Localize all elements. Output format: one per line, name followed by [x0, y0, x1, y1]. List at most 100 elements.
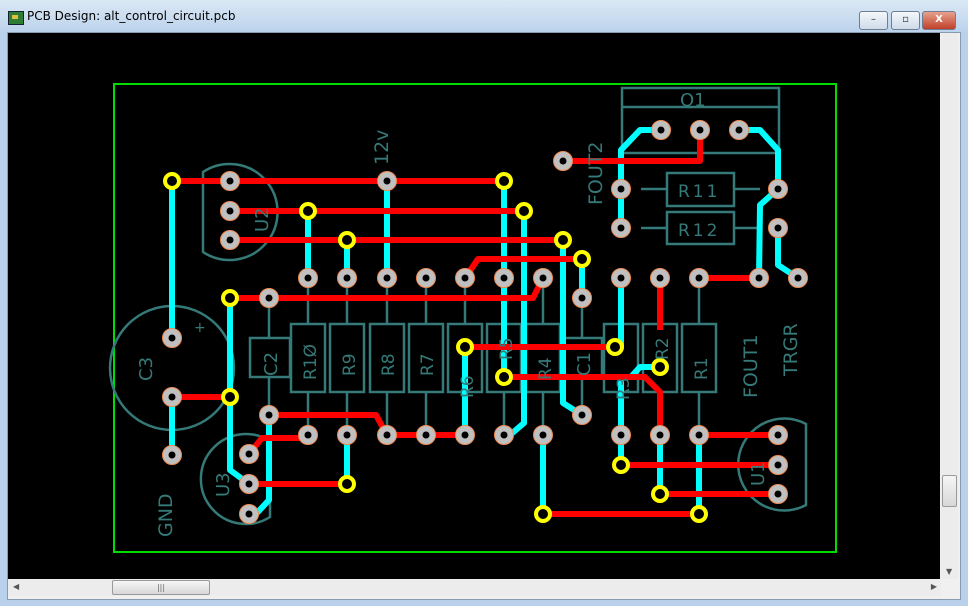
pad-hole	[265, 411, 273, 419]
pad-hole	[617, 431, 625, 439]
pad-hole	[578, 411, 586, 419]
label-r8: R8	[379, 353, 399, 376]
label-q1: Q1	[680, 90, 706, 111]
label-u1: U1	[748, 461, 769, 486]
pad-hole	[656, 431, 664, 439]
pad-hole	[265, 294, 273, 302]
top-trace	[269, 412, 390, 437]
label-12v: 12v	[371, 130, 393, 165]
top-trace	[504, 374, 663, 425]
label-c2: C2	[261, 352, 282, 376]
label-r9: R9	[340, 353, 360, 376]
via	[456, 338, 474, 356]
scroll-left-arrow[interactable]: ◀	[13, 582, 20, 591]
label-r7: R7	[418, 353, 438, 376]
via	[338, 231, 356, 249]
label-r2: R2	[653, 337, 673, 360]
top-copper-layer	[172, 130, 778, 517]
via	[515, 202, 533, 220]
via	[495, 172, 513, 190]
label-u2: U2	[252, 207, 273, 232]
maximize-button[interactable]: ▫	[891, 11, 920, 30]
u2-outline	[201, 162, 279, 262]
via	[534, 505, 552, 523]
vertical-scroll-thumb[interactable]	[942, 475, 957, 507]
pad-hole	[735, 126, 743, 134]
scroll-right-arrow[interactable]: ▶	[930, 582, 937, 591]
label-r4: R4	[536, 357, 556, 380]
pad-hole	[226, 207, 234, 215]
title-bar: PCB Design: alt_control_circuit.pcb – ▫ …	[0, 0, 968, 32]
bottom-trace	[508, 211, 527, 438]
pad-hole	[656, 274, 664, 282]
pad-hole	[696, 126, 704, 134]
horizontal-scrollbar[interactable]: ◀ ||| ▶	[8, 579, 941, 596]
label-r5: R5	[497, 337, 517, 360]
via	[495, 368, 513, 386]
pad-hole	[226, 177, 234, 185]
label-c1: C1	[574, 352, 595, 376]
pad-hole	[774, 185, 782, 193]
pad-hole	[578, 294, 586, 302]
pcb-board-view[interactable]: 12v FOUT2 FOUT1 TRGR GND Q1 U2 U1 U3 C3 …	[8, 33, 940, 579]
bottom-trace	[739, 127, 781, 189]
horizontal-scroll-thumb[interactable]: |||	[112, 580, 210, 595]
pad-hole	[774, 224, 782, 232]
pad-hole	[168, 334, 176, 342]
label-fout1: FOUT1	[740, 335, 762, 399]
pad-hole	[383, 431, 391, 439]
pcb-canvas[interactable]: 12v FOUT2 FOUT1 TRGR GND Q1 U2 U1 U3 C3 …	[8, 33, 940, 579]
via	[606, 338, 624, 356]
pad-hole	[422, 431, 430, 439]
u3-outline	[199, 432, 272, 526]
via	[299, 202, 317, 220]
vias-layer	[163, 172, 708, 523]
label-r6: R6	[458, 375, 478, 398]
pad-hole	[774, 461, 782, 469]
via	[612, 456, 630, 474]
pad-hole	[168, 393, 176, 401]
label-r10: R1Ø	[301, 344, 321, 380]
pad-hole	[343, 431, 351, 439]
label-u3: U3	[213, 472, 234, 497]
pad-hole	[617, 224, 625, 232]
close-button[interactable]: X	[922, 11, 956, 30]
pad-hole	[559, 157, 567, 165]
pad-hole	[755, 274, 763, 282]
bottom-trace	[253, 415, 272, 517]
label-r3: R3	[614, 377, 634, 400]
pad-hole	[461, 274, 469, 282]
via	[651, 485, 669, 503]
via	[651, 358, 669, 376]
vertical-scrollbar[interactable]: ▼	[941, 33, 958, 579]
scroll-down-arrow[interactable]: ▼	[946, 567, 953, 576]
pad-hole	[617, 185, 625, 193]
board-outline	[113, 83, 837, 553]
pad-hole	[422, 274, 430, 282]
pad-hole	[774, 490, 782, 498]
via	[338, 475, 356, 493]
label-r1: R1	[692, 357, 712, 380]
label-fout2: FOUT2	[585, 142, 607, 206]
label-c3: C3	[136, 357, 157, 381]
via	[554, 231, 572, 249]
via	[221, 388, 239, 406]
label-gnd: GND	[155, 493, 177, 537]
pad-hole	[304, 431, 312, 439]
pad-hole	[695, 274, 703, 282]
via	[163, 172, 181, 190]
top-trace	[563, 130, 703, 164]
label-r12: R12	[678, 221, 720, 241]
pad-hole	[304, 274, 312, 282]
label-trgr: TRGR	[780, 323, 802, 377]
pad-hole	[695, 431, 703, 439]
pad-hole	[539, 431, 547, 439]
label-c3-plus: +	[194, 320, 206, 336]
bottom-trace	[618, 127, 661, 228]
via	[573, 250, 591, 268]
pad-hole	[500, 274, 508, 282]
pad-hole	[617, 274, 625, 282]
minimize-button[interactable]: –	[859, 11, 888, 30]
pad-hole	[245, 480, 253, 488]
labels-layer: 12v FOUT2 FOUT1 TRGR GND Q1 U2 U1 U3 C3 …	[136, 90, 802, 537]
